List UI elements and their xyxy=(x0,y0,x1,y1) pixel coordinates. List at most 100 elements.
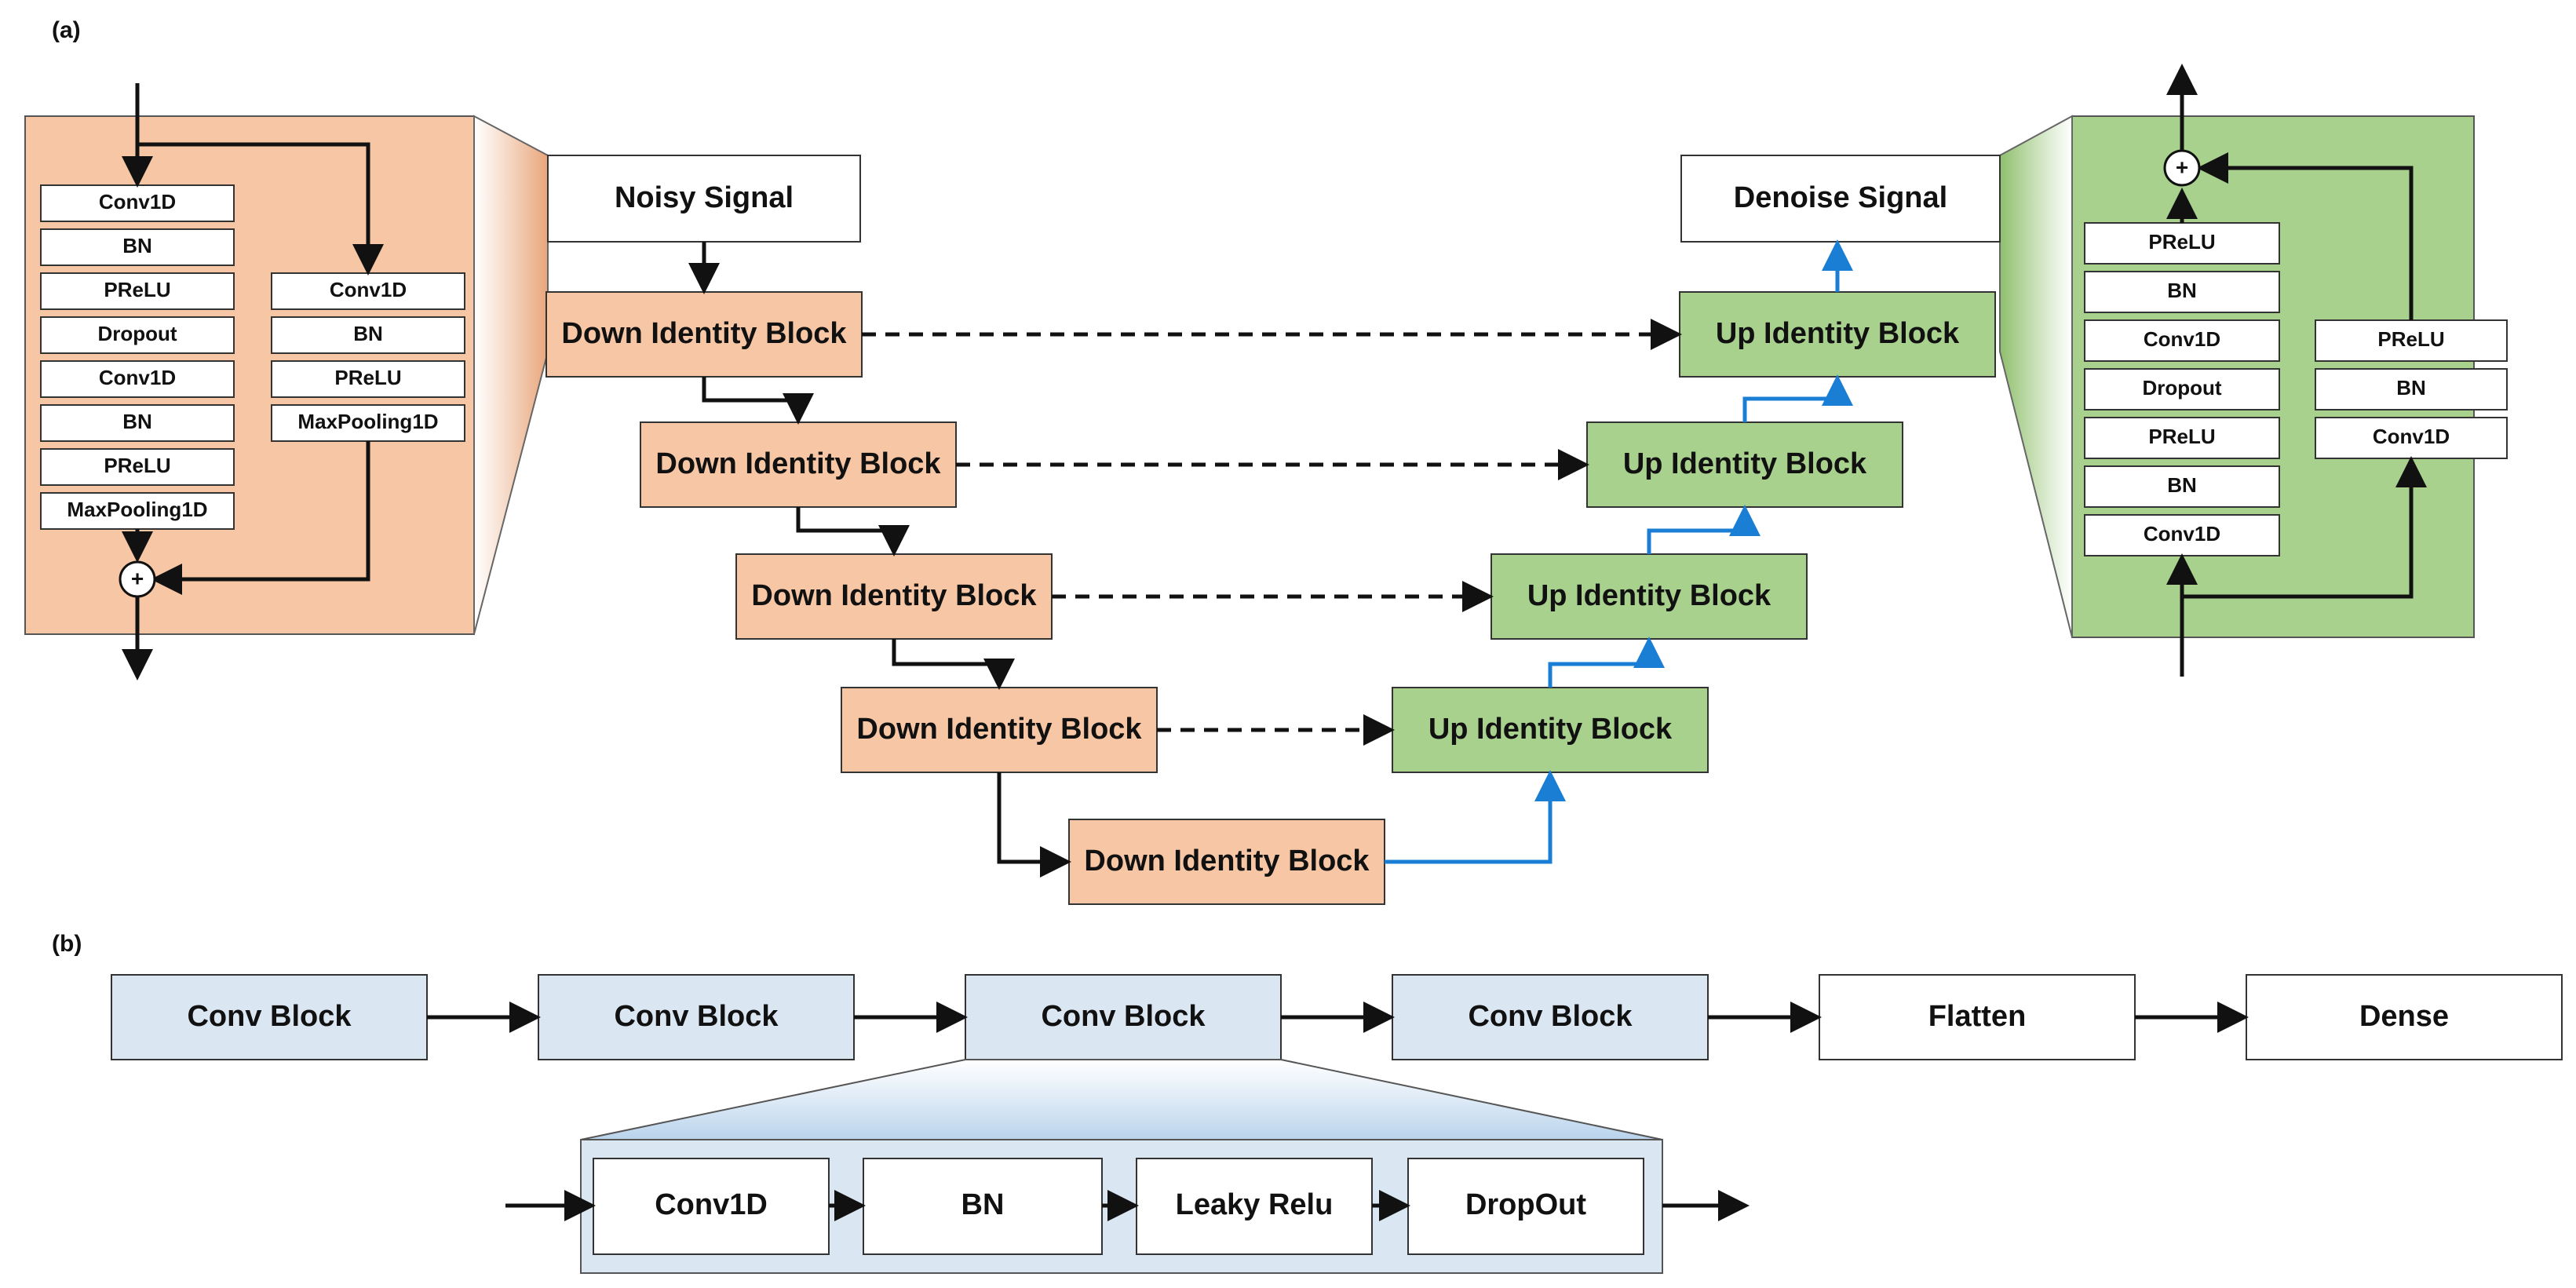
svg-text:Conv Block: Conv Block xyxy=(614,1000,779,1033)
up-main-prelu-1: PReLU xyxy=(2084,222,2280,265)
down1-to-down2-arrow xyxy=(702,377,814,425)
panel-b-label: (b) xyxy=(52,931,82,957)
svg-text:MaxPooling1D: MaxPooling1D xyxy=(297,410,438,433)
up-main-path: PReLU BN Conv1D Dropout PReLU BN Conv1D xyxy=(2084,222,2280,556)
svg-text:Conv1D: Conv1D xyxy=(2144,522,2220,545)
up-add-node: + xyxy=(2163,149,2201,187)
svg-text:Up Identity Block: Up Identity Block xyxy=(1428,713,1673,746)
up-main-conv1d-1: Conv1D xyxy=(2084,319,2280,362)
conv-block-detail: Conv1D BN Leaky Relu DropOut xyxy=(505,1059,1750,1274)
svg-text:Up Identity Block: Up Identity Block xyxy=(1623,447,1867,480)
svg-text:Down Identity Block: Down Identity Block xyxy=(655,447,941,480)
down-identity-block-3: Down Identity Block xyxy=(735,553,1053,640)
up-short-conv1d: Conv1D xyxy=(2315,417,2508,459)
down2-to-down3-arrow xyxy=(796,507,910,556)
noisy-signal-box: Noisy Signal xyxy=(547,155,861,243)
svg-text:BN: BN xyxy=(2396,376,2426,400)
svg-text:Leaky Relu: Leaky Relu xyxy=(1176,1188,1334,1221)
down-short-conv1d: Conv1D xyxy=(271,272,465,310)
up-main-conv1d-2: Conv1D xyxy=(2084,514,2280,556)
svg-text:PReLU: PReLU xyxy=(2148,425,2215,448)
svg-text:Conv1D: Conv1D xyxy=(2373,425,2450,448)
up-shortcut-path: PReLU BN Conv1D xyxy=(2315,319,2508,459)
conv-detail-leaky-relu: Leaky Relu xyxy=(1136,1158,1373,1255)
up-identity-block-1: Up Identity Block xyxy=(1679,291,1996,378)
svg-text:BN: BN xyxy=(122,234,152,257)
svg-text:Dense: Dense xyxy=(2359,1000,2449,1033)
down-main-prelu-2: PReLU xyxy=(40,448,235,486)
down-main-prelu-1: PReLU xyxy=(40,272,235,310)
svg-text:+: + xyxy=(2176,155,2188,179)
svg-text:+: + xyxy=(131,566,144,590)
up-short-prelu: PReLU xyxy=(2315,319,2508,362)
up-block-detail: PReLU BN Conv1D Dropout PReLU BN Conv1D … xyxy=(1999,64,2508,677)
up-identity-block-4: Up Identity Block xyxy=(1392,687,1709,773)
svg-text:BN: BN xyxy=(961,1188,1005,1221)
skip-connections xyxy=(862,319,1682,746)
down-identity-block-5: Down Identity Block xyxy=(1068,819,1385,905)
down-short-bn: BN xyxy=(271,316,465,354)
down-main-bn-2: BN xyxy=(40,404,235,442)
down-identity-block-2: Down Identity Block xyxy=(640,421,957,508)
svg-text:Dropout: Dropout xyxy=(2142,376,2221,400)
svg-text:Up Identity Block: Up Identity Block xyxy=(1527,579,1771,612)
down5-to-up4-arrow xyxy=(1385,770,1566,864)
svg-text:Flatten: Flatten xyxy=(1928,1000,2027,1033)
svg-text:BN: BN xyxy=(353,322,383,345)
svg-text:PReLU: PReLU xyxy=(2377,327,2444,351)
svg-text:Conv1D: Conv1D xyxy=(655,1188,768,1221)
up-main-prelu-2: PReLU xyxy=(2084,417,2280,459)
conv-detail-bn: BN xyxy=(863,1158,1103,1255)
svg-text:Denoise Signal: Denoise Signal xyxy=(1734,181,1947,214)
up2-to-up1-arrow xyxy=(1742,374,1853,422)
svg-text:Down Identity Block: Down Identity Block xyxy=(856,713,1142,746)
svg-text:DropOut: DropOut xyxy=(1465,1188,1586,1221)
svg-text:Conv1D: Conv1D xyxy=(99,366,176,389)
down-main-conv1d-2: Conv1D xyxy=(40,360,235,398)
svg-text:BN: BN xyxy=(122,410,152,433)
dense-block: Dense xyxy=(2246,974,2563,1060)
svg-text:Dropout: Dropout xyxy=(97,322,177,345)
up-main-dropout: Dropout xyxy=(2084,368,2280,410)
up-identity-block-3: Up Identity Block xyxy=(1491,553,1808,640)
up-detail-shortcut-to-add-arrow xyxy=(2197,152,2414,320)
svg-text:PReLU: PReLU xyxy=(104,278,170,301)
up-identity-block-2: Up Identity Block xyxy=(1586,421,1903,508)
down4-to-down5-arrow xyxy=(997,772,1071,878)
svg-text:Conv Block: Conv Block xyxy=(1468,1000,1633,1033)
svg-text:Noisy Signal: Noisy Signal xyxy=(615,181,794,214)
down-detail-shortcut-arrow xyxy=(137,142,384,275)
conv-block-3: Conv Block xyxy=(965,974,1282,1060)
flatten-block: Flatten xyxy=(1819,974,2136,1060)
denoise-signal-box: Denoise Signal xyxy=(1680,155,2001,243)
svg-text:PReLU: PReLU xyxy=(2148,230,2215,254)
svg-text:Conv1D: Conv1D xyxy=(2144,327,2220,351)
svg-text:Down Identity Block: Down Identity Block xyxy=(751,579,1037,612)
conv-block-1: Conv Block xyxy=(111,974,428,1060)
down-detail-shortcut-to-add-arrow xyxy=(151,441,370,595)
conv-block-2: Conv Block xyxy=(538,974,855,1060)
down-blocks: Down Identity Block Down Identity Block … xyxy=(545,291,1385,905)
up-short-bn: BN xyxy=(2315,368,2508,410)
down-main-conv1d-1: Conv1D xyxy=(40,184,235,222)
svg-text:PReLU: PReLU xyxy=(334,366,401,389)
up3-to-up2-arrow xyxy=(1647,505,1761,554)
down-main-bn-1: BN xyxy=(40,228,235,266)
down-main-path: Conv1D BN PReLU Dropout Conv1D BN PReLU … xyxy=(40,184,235,530)
down3-to-down4-arrow xyxy=(892,639,1015,690)
down-short-prelu: PReLU xyxy=(271,360,465,398)
down-identity-block-4: Down Identity Block xyxy=(841,687,1158,773)
svg-text:Conv Block: Conv Block xyxy=(1041,1000,1206,1033)
svg-text:Down Identity Block: Down Identity Block xyxy=(561,317,847,350)
down-shortcut-path: Conv1D BN PReLU MaxPooling1D xyxy=(271,272,465,442)
up-main-bn-1: BN xyxy=(2084,271,2280,313)
svg-text:MaxPooling1D: MaxPooling1D xyxy=(67,498,207,521)
svg-text:Conv Block: Conv Block xyxy=(187,1000,352,1033)
pipeline: Conv Block Conv Block Conv Block Conv Bl… xyxy=(111,974,2563,1060)
svg-text:BN: BN xyxy=(2167,279,2197,302)
down-main-maxpooling1d: MaxPooling1D xyxy=(40,492,235,530)
conv-block-4: Conv Block xyxy=(1392,974,1709,1060)
svg-text:Conv1D: Conv1D xyxy=(330,278,407,301)
up-detail-shortcut-arrow xyxy=(2182,456,2427,599)
